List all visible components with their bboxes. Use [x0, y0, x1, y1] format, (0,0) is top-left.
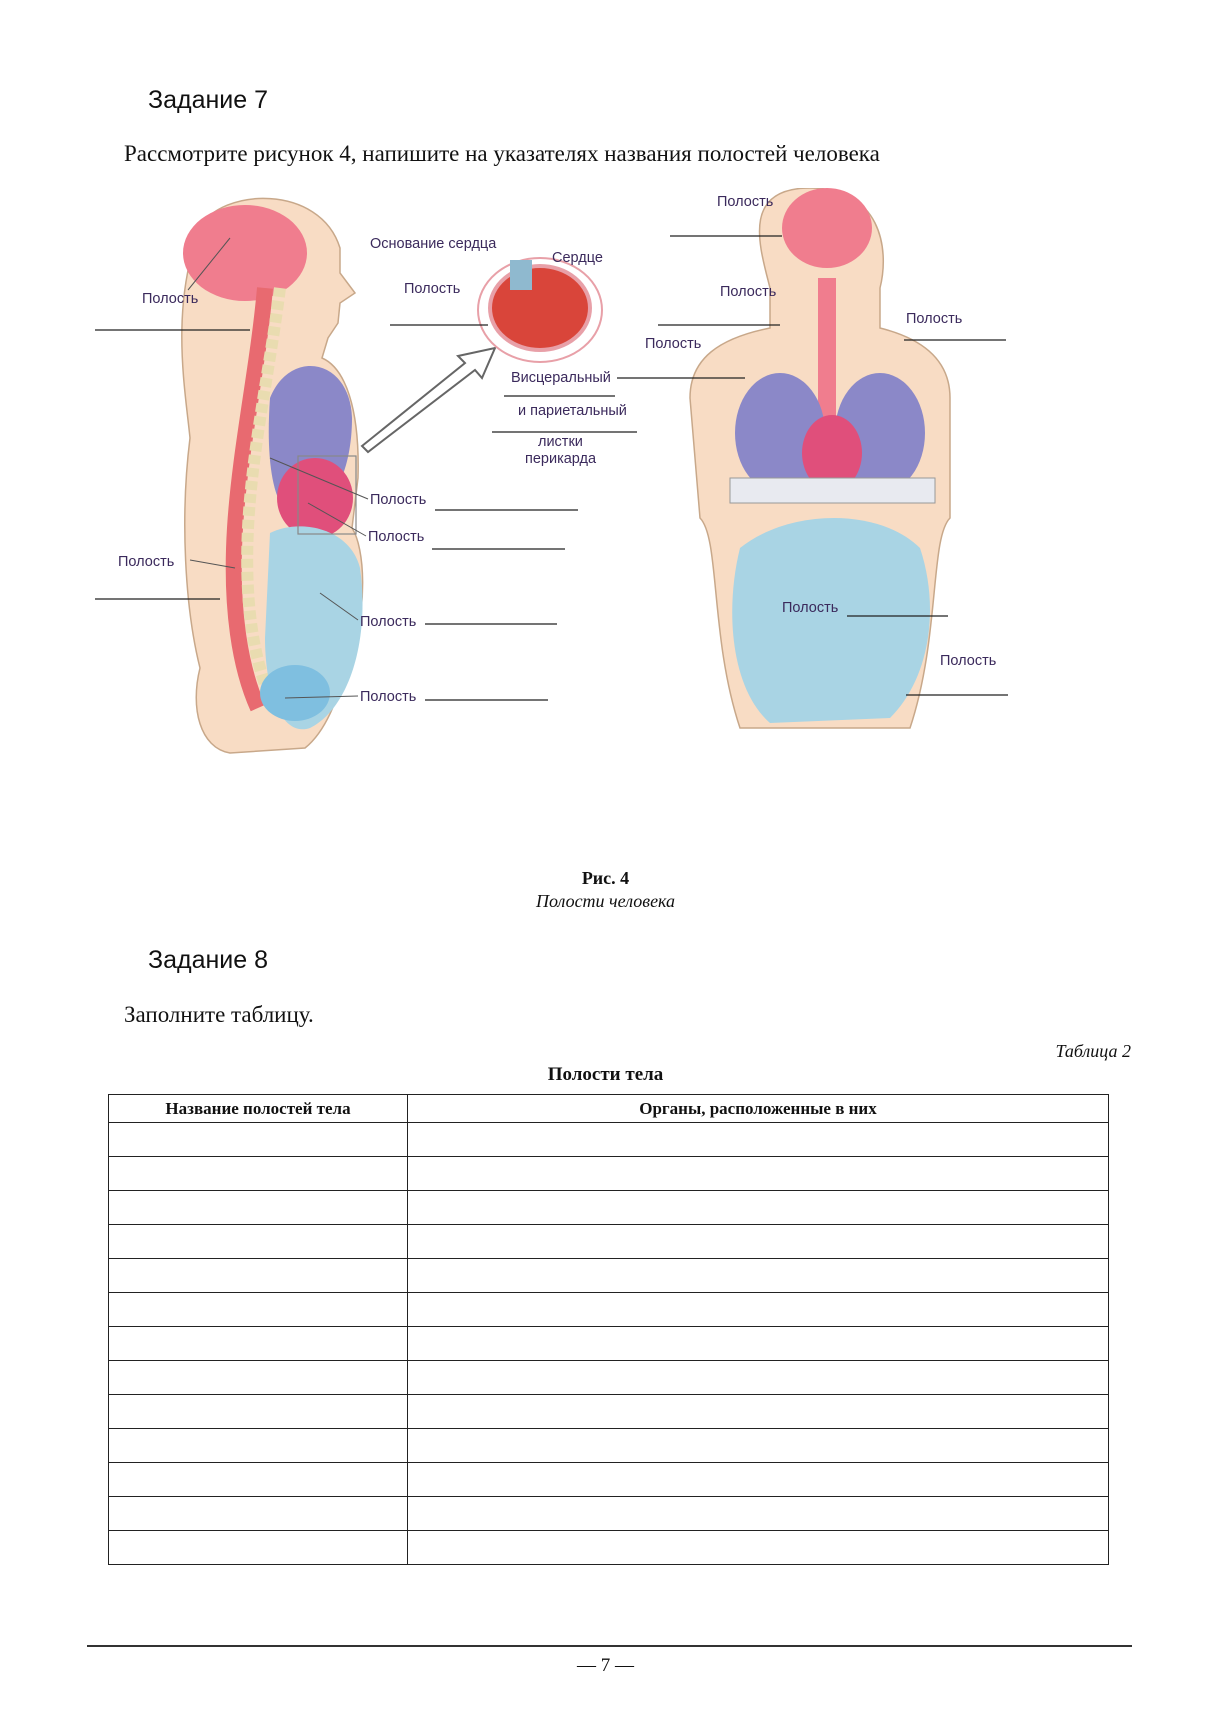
cavity-name-cell[interactable]: [108, 1292, 408, 1327]
table-title: Полости тела: [547, 1064, 664, 1085]
table-row: [108, 1326, 1109, 1361]
cavity-name-cell[interactable]: [108, 1428, 408, 1463]
figure-number: Рис. 4: [581, 868, 630, 888]
page-number: — 7 —: [577, 1655, 634, 1676]
task7-title: Задание 7: [148, 86, 269, 114]
cavity-name-cell[interactable]: [108, 1530, 408, 1565]
label-visceral: Висцеральный: [511, 370, 611, 386]
table-row: [108, 1428, 1109, 1463]
table-row: [108, 1224, 1109, 1259]
cavity-name-cell[interactable]: [108, 1496, 408, 1531]
table-row: [108, 1496, 1109, 1531]
table-row: [108, 1122, 1109, 1157]
column-header-cavity-name: Название полостей тела: [108, 1094, 408, 1123]
figure-labels: Полость Полость Полость Полость Полость …: [95, 194, 1008, 705]
task7-instruction: Рассмотрите рисунок 4, напишите на указа…: [124, 141, 880, 166]
pelvic-cavity-shape: [260, 665, 330, 721]
label-front-pericardial: Полость: [906, 311, 962, 327]
cavity-name-cell[interactable]: [108, 1190, 408, 1225]
label-cavity-abdominal: Полость: [360, 614, 416, 630]
cavity-name-cell[interactable]: [108, 1156, 408, 1191]
table-row: [108, 1462, 1109, 1497]
label-heart: Сердце: [552, 250, 603, 266]
cavity-name-cell[interactable]: [108, 1258, 408, 1293]
organs-cell[interactable]: [407, 1156, 1109, 1191]
table-label: Таблица 2: [1055, 1041, 1131, 1061]
label-front-pelvic: Полость: [940, 653, 996, 669]
pericardial-cavity-shape: [277, 458, 353, 538]
organs-cell[interactable]: [407, 1224, 1109, 1259]
side-view-figure: [181, 197, 364, 754]
table-row: [108, 1258, 1109, 1293]
organs-cell[interactable]: [407, 1360, 1109, 1395]
task8-instruction: Заполните таблицу.: [124, 1002, 314, 1027]
label-front-thoracic: Полость: [645, 336, 701, 352]
table-row: [108, 1394, 1109, 1429]
label-front-cranial: Полость: [717, 194, 773, 210]
label-leaflets-1: листки: [538, 434, 583, 450]
table-row: [108, 1190, 1109, 1225]
cavities-table: Название полостей тела Органы, расположе…: [108, 1094, 1109, 1565]
heart-inset: [477, 257, 603, 363]
label-cavity-pericardial: Полость: [368, 529, 424, 545]
column-header-organs: Органы, расположенные в них: [407, 1094, 1109, 1123]
label-parietal: и париетальный: [518, 403, 627, 419]
cavity-name-cell[interactable]: [108, 1360, 408, 1395]
label-cavity-cranial: Полость: [142, 291, 198, 307]
body-cavities-figure: Полость Полость Полость Полость Полость …: [95, 188, 1008, 754]
table-row: [108, 1156, 1109, 1191]
cavity-name-cell[interactable]: [108, 1394, 408, 1429]
cranial-cavity-shape: [183, 205, 307, 301]
label-cavity-heart: Полость: [404, 281, 460, 297]
cavity-name-cell[interactable]: [108, 1122, 408, 1157]
organs-cell[interactable]: [407, 1122, 1109, 1157]
spinal-canal-shape: [225, 287, 273, 712]
organs-cell[interactable]: [407, 1530, 1109, 1565]
label-leaflets-2: перикарда: [525, 451, 597, 467]
label-cavity-spinal: Полость: [118, 554, 174, 570]
table-row: [108, 1360, 1109, 1395]
cavity-name-cell[interactable]: [108, 1326, 408, 1361]
footer-divider: [87, 1645, 1132, 1647]
cavity-name-cell[interactable]: [108, 1462, 408, 1497]
organs-cell[interactable]: [407, 1394, 1109, 1429]
task8-title: Задание 8: [148, 946, 269, 974]
label-heart-base: Основание сердца: [370, 236, 497, 252]
organs-cell[interactable]: [407, 1462, 1109, 1497]
organs-cell[interactable]: [407, 1326, 1109, 1361]
front-view-figure: [689, 188, 951, 729]
organs-cell[interactable]: [407, 1428, 1109, 1463]
label-front-oral: Полость: [720, 284, 776, 300]
organs-cell[interactable]: [407, 1496, 1109, 1531]
organs-cell[interactable]: [407, 1190, 1109, 1225]
organs-cell[interactable]: [407, 1292, 1109, 1327]
label-front-abdominal: Полость: [782, 600, 838, 616]
table-body: [108, 1122, 1109, 1565]
figure-caption: Полости человека: [535, 891, 676, 911]
arrow-shape: [360, 346, 497, 454]
table-row: [108, 1292, 1109, 1327]
table-row: [108, 1530, 1109, 1565]
label-cavity-pelvic: Полость: [360, 689, 416, 705]
organs-cell[interactable]: [407, 1258, 1109, 1293]
label-cavity-thoracic: Полость: [370, 492, 426, 508]
cavity-name-cell[interactable]: [108, 1224, 408, 1259]
